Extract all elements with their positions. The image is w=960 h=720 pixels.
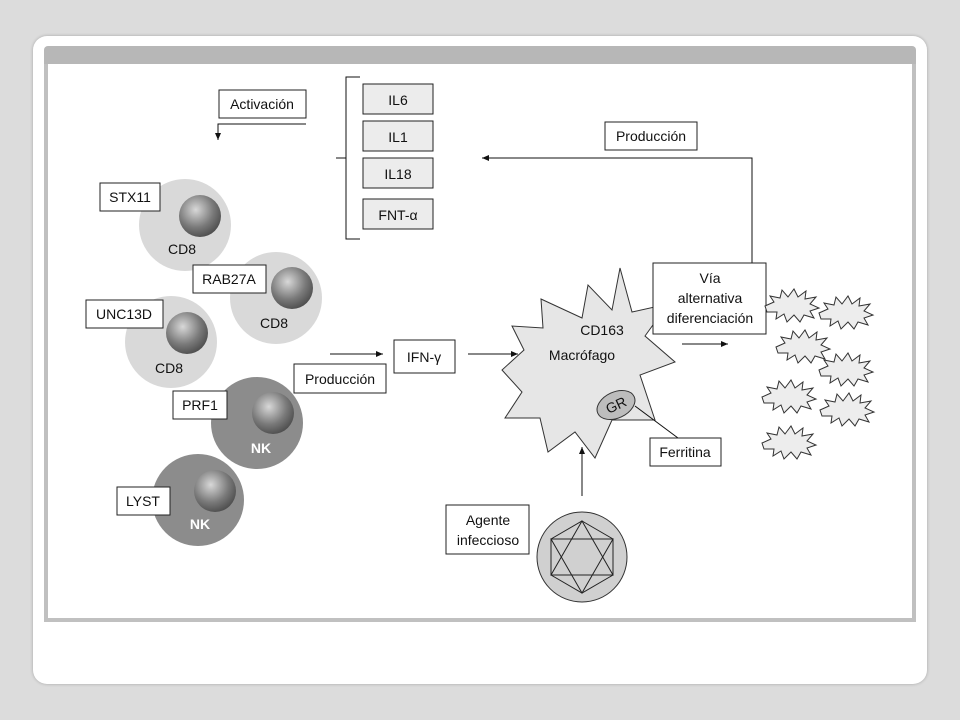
- macrophage-cell: CD163 Macrófago GR: [501, 267, 676, 459]
- spiky-cell-icon: [764, 288, 821, 323]
- activated-cell-cluster: [761, 288, 876, 460]
- production-top-label: Producción: [604, 121, 698, 151]
- slide-top-bar: [44, 46, 916, 64]
- cytokine-il18-label: IL18: [384, 166, 411, 182]
- spiky-cell-icon: [818, 352, 875, 387]
- production-mid-text: Producción: [305, 371, 375, 387]
- production-mid-label: Producción: [293, 363, 387, 394]
- production-top-arrow: [482, 155, 753, 263]
- gene-lyst: LYST: [116, 486, 171, 516]
- nk-b-label: NK: [190, 516, 210, 532]
- nk-cell-a: NK: [211, 377, 303, 469]
- cd8-b-label: CD8: [260, 315, 288, 331]
- activation-arrow: [215, 123, 306, 140]
- production-top-text: Producción: [616, 128, 686, 144]
- alternative-pathway-box: Vía alternativa diferenciación: [652, 262, 767, 335]
- gene-rab27a-label: RAB27A: [202, 271, 256, 287]
- via-line3: diferenciación: [667, 310, 753, 326]
- gene-prf1: PRF1: [172, 390, 228, 420]
- activation-text: Activación: [230, 96, 294, 112]
- gene-rab27a: RAB27A: [192, 264, 267, 294]
- ferritina-label: Ferritina: [649, 437, 722, 467]
- macrophage-name: Macrófago: [549, 347, 615, 363]
- spiky-cell-icon: [775, 329, 832, 364]
- cell-nucleus: [194, 470, 236, 512]
- nk-a-label: NK: [251, 440, 271, 456]
- cell-nucleus: [179, 195, 221, 237]
- gene-unc13d-label: UNC13D: [96, 306, 152, 322]
- macrophage-marker: CD163: [580, 322, 624, 338]
- cytokine-il18: IL18: [362, 157, 434, 189]
- gr-receptor: GR: [596, 389, 636, 421]
- gene-stx11-label: STX11: [109, 189, 151, 205]
- gene-lyst-label: LYST: [126, 493, 160, 509]
- gene-prf1-label: PRF1: [182, 397, 218, 413]
- via-line2: alternativa: [678, 290, 743, 306]
- cd8-cell-a: CD8: [139, 179, 231, 271]
- cytokine-il1-label: IL1: [388, 129, 408, 145]
- spiky-cell-icon: [818, 295, 875, 330]
- cytokine-fnt-alpha: FNT-α: [362, 198, 434, 230]
- cytokine-il1: IL1: [362, 120, 434, 152]
- cytokine-il6-label: IL6: [388, 92, 408, 108]
- cytokine-fnt-alpha-label: FNT-α: [378, 207, 417, 223]
- icosahedral-virus-icon: [536, 511, 628, 603]
- activation-label: Activación: [218, 89, 307, 119]
- cytokine-il6: IL6: [362, 83, 434, 115]
- spiky-cell-icon: [761, 379, 818, 414]
- agente-line2: infeccioso: [457, 532, 519, 548]
- ferritina-text: Ferritina: [659, 444, 711, 460]
- agente-line1: Agente: [466, 512, 511, 528]
- gene-stx11: STX11: [99, 182, 161, 212]
- cell-nucleus: [271, 267, 313, 309]
- infectious-agent-label: Agente infeccioso: [445, 504, 530, 555]
- nk-cell-b: NK: [152, 454, 244, 546]
- via-line1: Vía: [699, 270, 720, 286]
- macrophage-body: [501, 267, 676, 459]
- cd8-c-label: CD8: [155, 360, 183, 376]
- cell-nucleus: [166, 312, 208, 354]
- cytokine-bracket: [345, 76, 360, 240]
- spiky-cell-icon: [761, 425, 818, 460]
- ferritina-connector: [634, 405, 679, 439]
- spiky-cell-icon: [819, 392, 876, 427]
- cd8-a-label: CD8: [168, 241, 196, 257]
- gene-unc13d: UNC13D: [85, 299, 164, 329]
- ifn-gamma-box: IFN-γ: [393, 339, 456, 374]
- ifn-gamma-label: IFN-γ: [407, 349, 441, 365]
- cell-nucleus: [252, 392, 294, 434]
